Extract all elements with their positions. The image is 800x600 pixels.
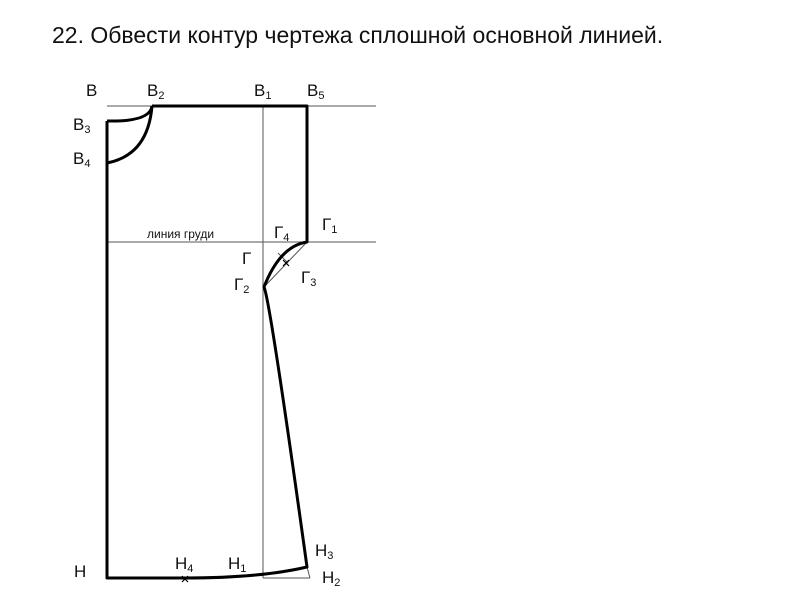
- g3-cross-mark: [282, 259, 290, 267]
- g3-g4-bisector: [277, 252, 289, 264]
- label-G4: Г4: [274, 223, 289, 244]
- label-B5: В5: [307, 81, 324, 102]
- h4-cross-mark: [181, 575, 189, 583]
- label-H1: Н1: [228, 554, 246, 575]
- label-H3: Н3: [315, 541, 333, 562]
- chest-line-label: линия груди: [147, 227, 214, 241]
- g1-g2-diagonal: [263, 241, 308, 288]
- task-title: 22. Обвести контур чертежа сплошной осно…: [52, 22, 664, 48]
- label-G1: Г1: [322, 215, 337, 236]
- label-B: В: [86, 81, 97, 100]
- label-H2: Н2: [322, 568, 340, 589]
- h3-h2-line: [306, 566, 311, 579]
- label-B2: В2: [147, 81, 164, 102]
- label-B3: В3: [73, 115, 90, 136]
- back-neck-curve: [106, 105, 154, 123]
- label-G: Г: [242, 249, 251, 268]
- label-H: Н: [74, 562, 86, 581]
- label-B1: В1: [254, 81, 271, 102]
- label-B4: В4: [73, 149, 90, 170]
- label-H4: Н4: [175, 554, 193, 575]
- label-G2: Г2: [234, 275, 249, 296]
- contour-outline: [105, 104, 309, 580]
- label-G3: Г3: [301, 268, 316, 289]
- front-neck-curve: [106, 105, 154, 165]
